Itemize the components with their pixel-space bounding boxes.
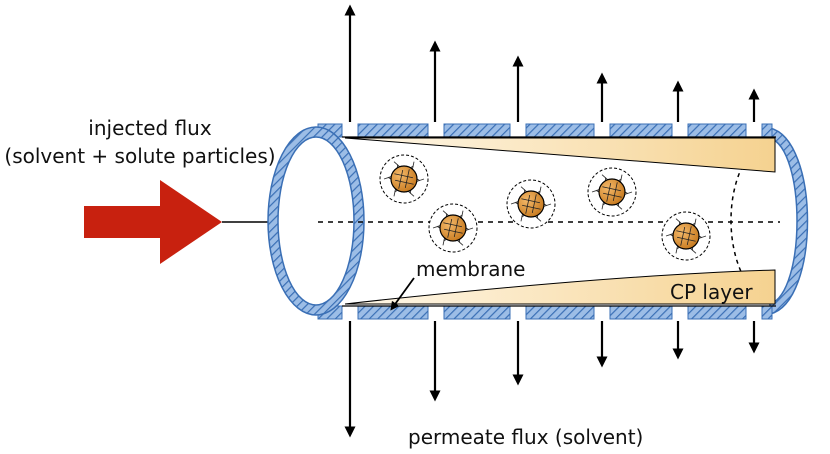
big-red-arrow-icon <box>84 180 222 264</box>
solute-particle-icon <box>587 167 637 217</box>
solute-particle-icon <box>506 179 556 229</box>
bottom-membrane-wall <box>317 305 773 320</box>
top-membrane-wall <box>317 123 773 138</box>
solute-particle-icon <box>379 154 429 204</box>
solute-particle-icon <box>661 211 711 261</box>
solute-particle-icon <box>428 203 478 253</box>
membrane-pointer-arrow <box>390 277 415 311</box>
cp-layer-label: CP layer <box>670 280 753 304</box>
cp-layer-top <box>344 137 776 173</box>
permeate-flux-label: permeate flux (solvent) <box>408 425 643 449</box>
cp-layer-bottom <box>344 269 776 305</box>
membrane-label: membrane <box>416 257 525 281</box>
tube-left-opening-inner <box>277 136 355 306</box>
injected-flux-sublabel: (solvent + solute particles) <box>4 144 275 168</box>
tube-right-cap <box>769 127 809 315</box>
injected-flux-label: injected flux <box>88 116 212 140</box>
